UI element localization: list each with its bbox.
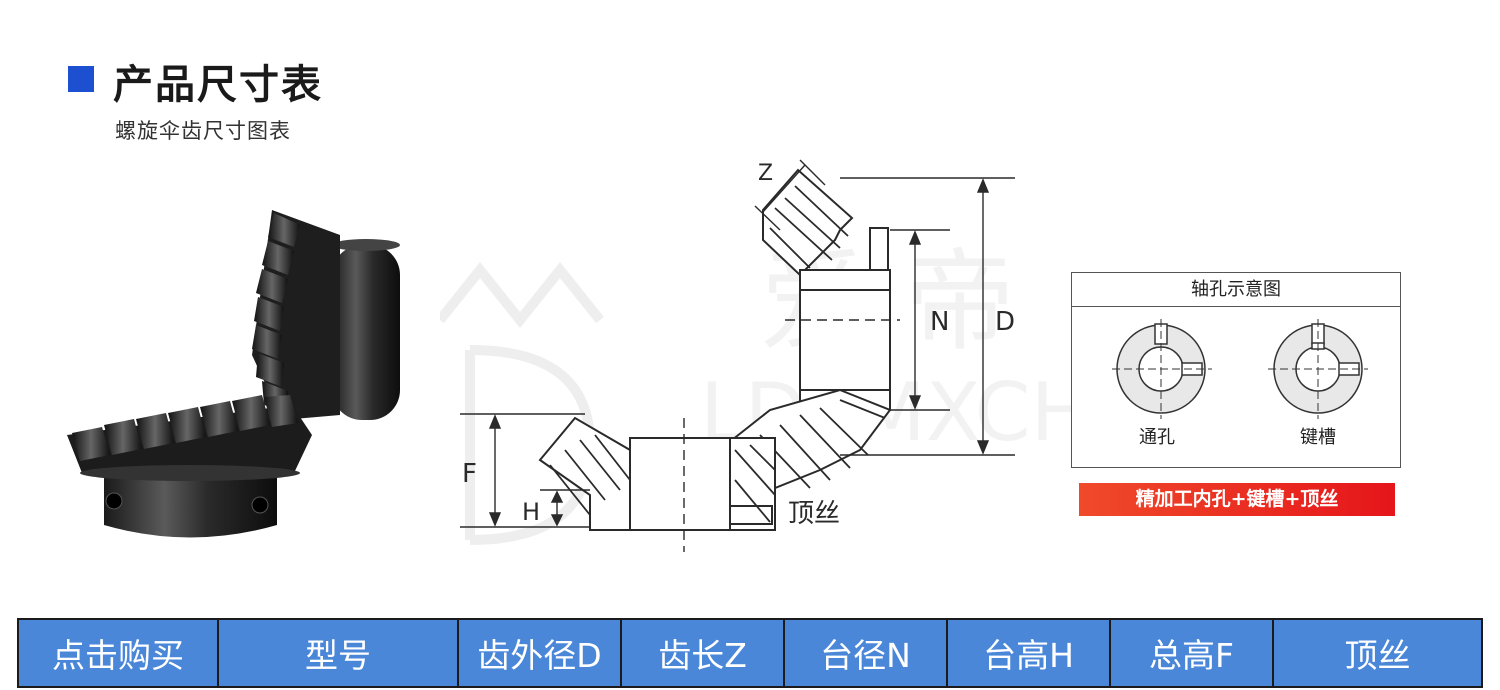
col-hub-height: 台高H [948,620,1111,686]
col-total-height: 总高F [1111,620,1274,686]
title-marker [68,66,94,92]
shaft-hole-diagram: 轴孔示意图 通孔 键槽 [1071,272,1401,468]
n-dimension-label: N [930,307,949,337]
col-tooth-length: 齿长Z [622,620,785,686]
through-hole-label: 通孔 [1139,427,1175,448]
shaft-hole-icons [1112,319,1368,419]
col-buy[interactable]: 点击购买 [19,620,219,686]
col-model: 型号 [219,620,459,686]
shaft-hole-diagram-title: 轴孔示意图 [1072,273,1400,307]
h-dimension-label: H [522,498,540,526]
page-title: 产品尺寸表 [113,62,323,108]
dimension-drawing: 爱 帝 LDEMXCH [440,159,1080,552]
feature-banner: 精加工内孔+键槽+顶丝 [1079,483,1395,516]
product-photo [67,210,400,538]
col-set-screw: 顶丝 [1344,636,1411,675]
set-screw-label: 顶丝 [788,499,840,529]
f-dimension-label: F [462,459,477,489]
page-subtitle: 螺旋伞齿尺寸图表 [115,119,291,143]
col-outer-diameter: 齿外径D [459,620,622,686]
z-dimension-label: Z [758,161,773,186]
keyway-label: 键槽 [1300,427,1336,448]
col-hub-diameter: 台径N [785,620,948,686]
d-dimension-label: D [995,307,1015,337]
spec-table-header: 点击购买 型号 齿外径D 齿长Z 台径N 台高H 总高F 顶丝 [17,618,1483,688]
